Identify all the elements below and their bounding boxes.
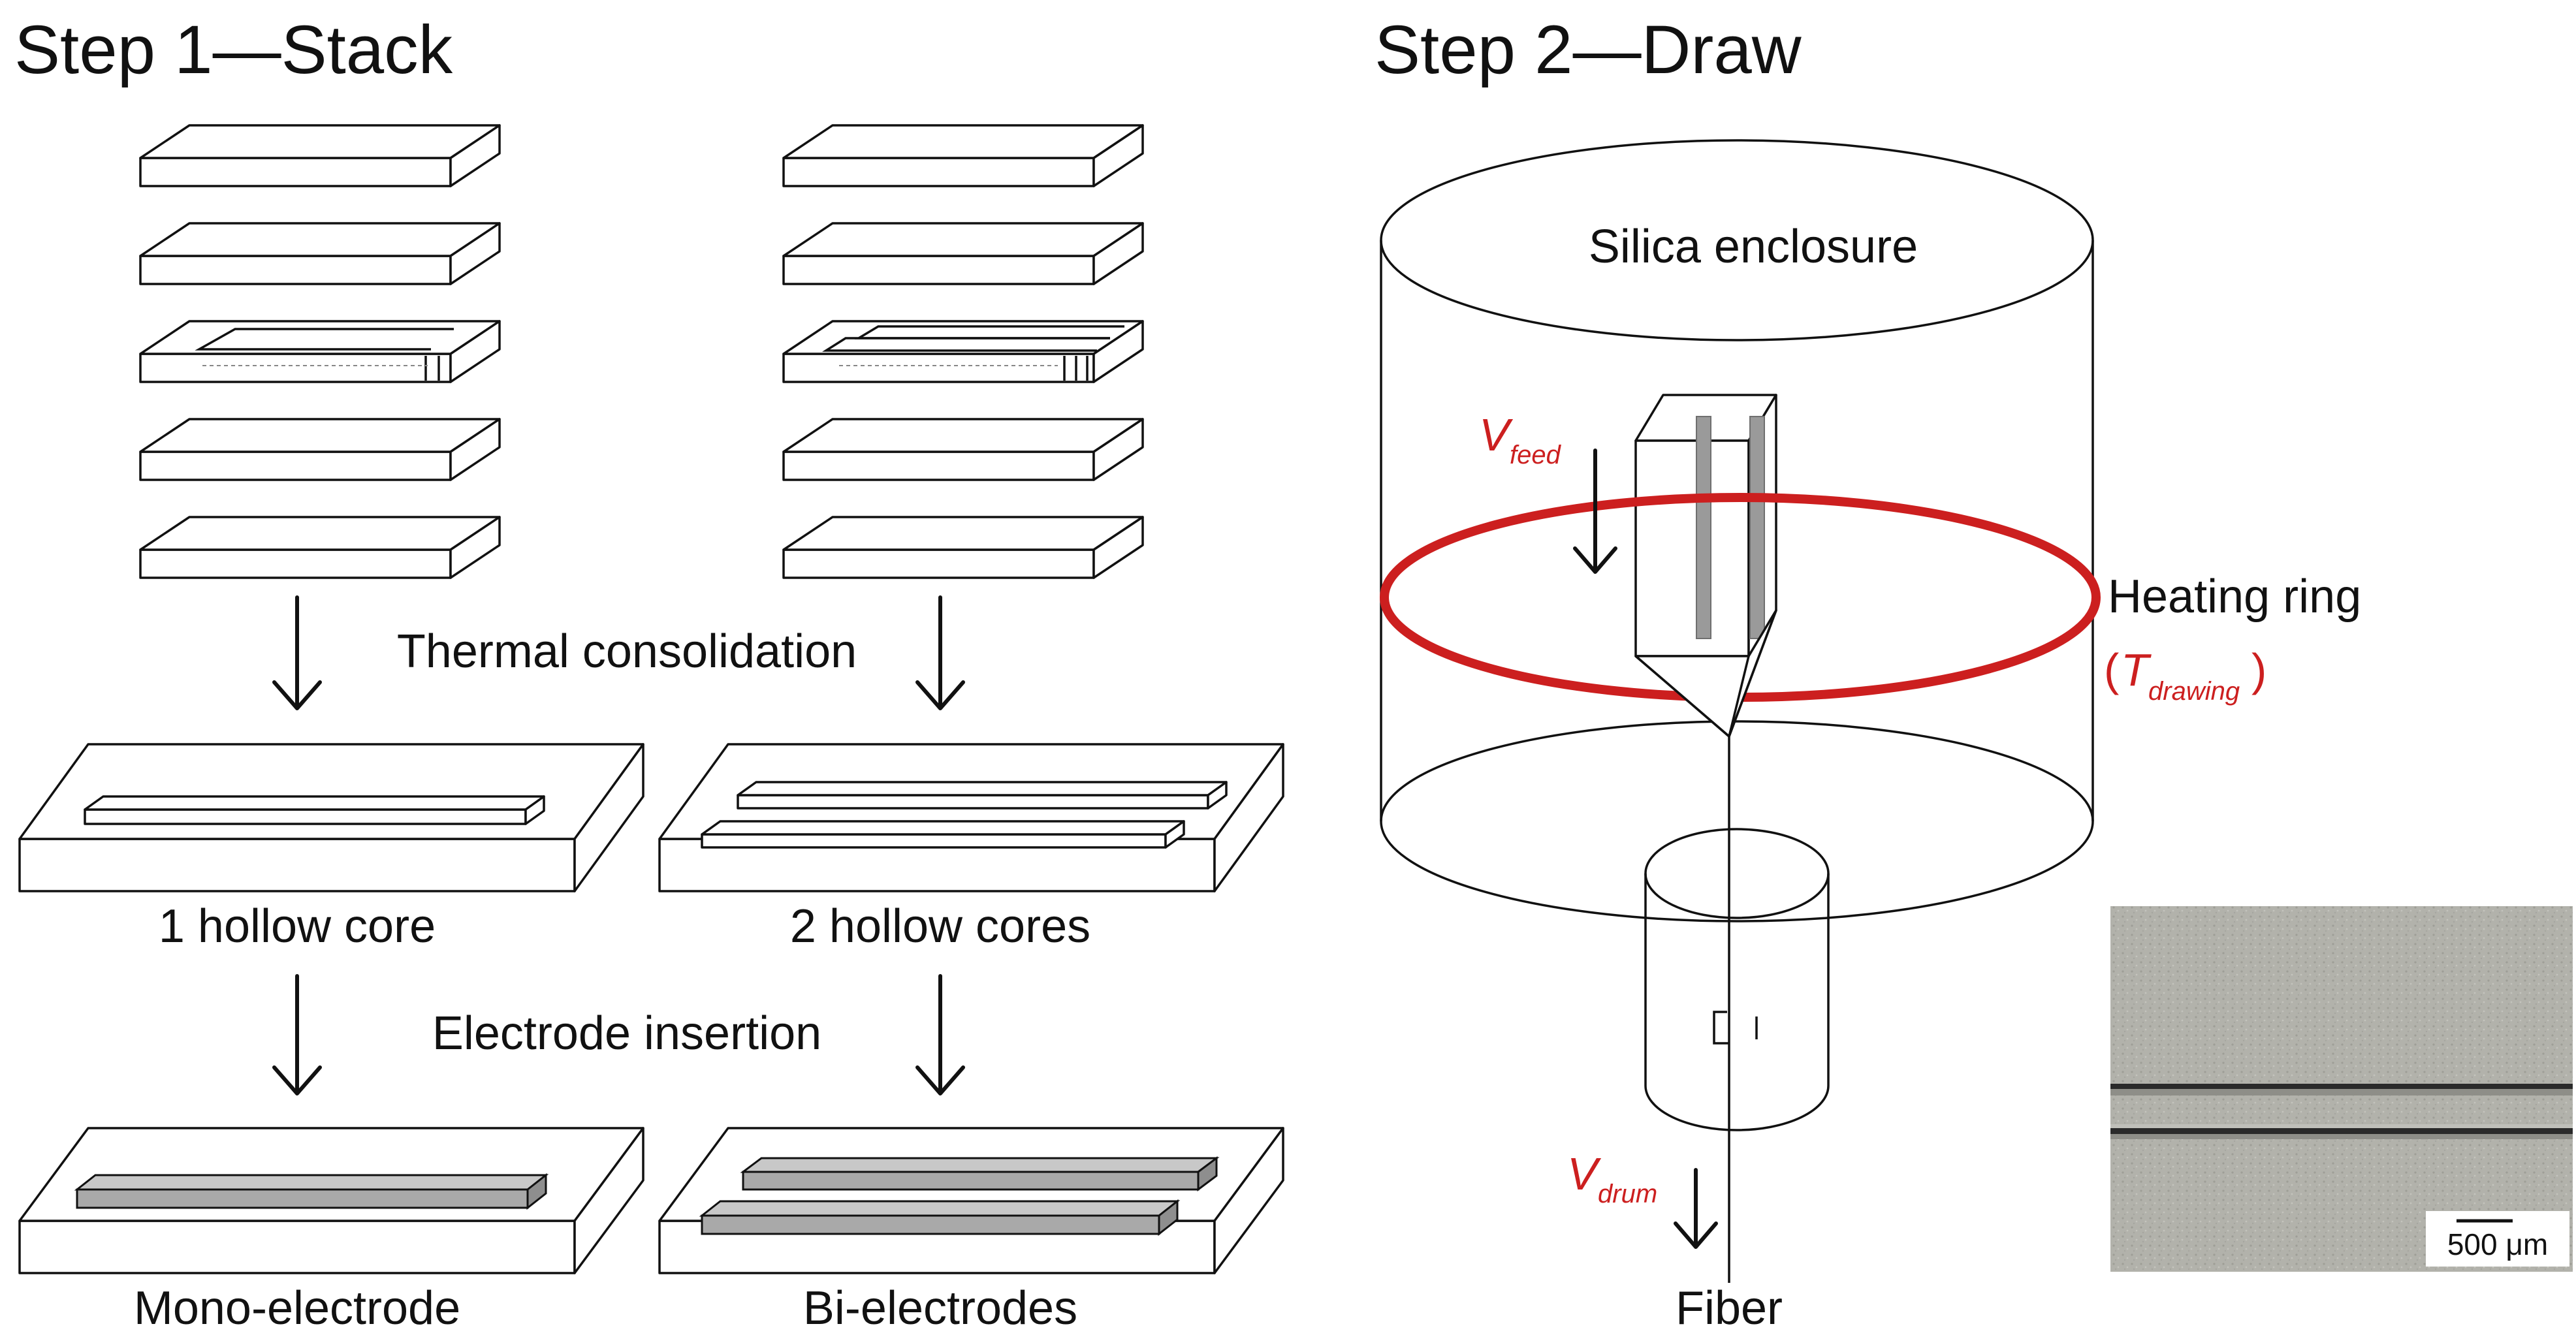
mono-electrode-preform: [18, 1127, 644, 1274]
preform-block: [1634, 394, 1777, 657]
stack-plate: [782, 516, 1144, 579]
silica-enclosure-label: Silica enclosure: [1589, 221, 1918, 273]
right-insertion-arrow: [915, 974, 965, 1095]
right-plate-stack: [782, 124, 1144, 579]
stack-plate: [782, 124, 1144, 187]
double-grooved-stack-plate: [782, 320, 1144, 383]
stack-plate: [782, 418, 1144, 481]
heating-ring-label: Heating ring: [2108, 571, 2361, 623]
one-hollow-core-preform: [18, 743, 644, 892]
bi-electrodes-label: Bi-electrodes: [803, 1282, 1077, 1334]
feed-arrow: [1573, 449, 1617, 574]
left-consolidation-arrow: [272, 595, 322, 710]
mono-electrode-label: Mono-electrode: [134, 1282, 460, 1334]
heating-ring-temp-close: ): [2251, 644, 2266, 695]
one-hollow-core-label: 1 hollow core: [159, 900, 436, 953]
stack-plate: [139, 222, 501, 285]
feed-velocity-subscript: feed: [1510, 441, 1562, 469]
drum-velocity-symbol: V: [1567, 1148, 1602, 1199]
bi-electrodes-preform: [658, 1127, 1284, 1274]
step2-title: Step 2—Draw: [1375, 12, 1802, 88]
drum-cylinder: [1644, 828, 1830, 1131]
silica-enclosure-cylinder: [1380, 139, 2094, 922]
stack-plate: [139, 124, 501, 187]
neck-down-cone: [1634, 609, 1777, 738]
fiber-label: Fiber: [1676, 1282, 1783, 1334]
feed-velocity-symbol: V: [1479, 409, 1514, 460]
right-consolidation-arrow: [915, 595, 965, 710]
scale-bar-label: 500 μm: [2447, 1227, 2548, 1261]
two-hollow-cores-preform: [658, 743, 1284, 892]
heating-ring-temp-open: (: [2104, 644, 2119, 695]
heating-ring-temp-symbol: T: [2121, 644, 2152, 695]
fiber-micrograph: 500 μm: [2110, 906, 2573, 1272]
step1-title: Step 1—Stack: [14, 12, 453, 88]
stack-plate: [782, 222, 1144, 285]
stack-plate: [139, 516, 501, 579]
two-hollow-cores-label: 2 hollow cores: [790, 900, 1090, 953]
drum-arrow: [1674, 1168, 1718, 1249]
left-insertion-arrow: [272, 974, 322, 1095]
thermal-consolidation-label: Thermal consolidation: [397, 625, 857, 678]
electrode-insertion-label: Electrode insertion: [432, 1007, 821, 1060]
drum-velocity-subscript: drum: [1598, 1180, 1657, 1208]
heating-ring-temp-subscript: drawing: [2148, 677, 2240, 706]
left-plate-stack: [139, 124, 501, 579]
stack-plate: [139, 418, 501, 481]
grooved-stack-plate: [139, 320, 501, 383]
